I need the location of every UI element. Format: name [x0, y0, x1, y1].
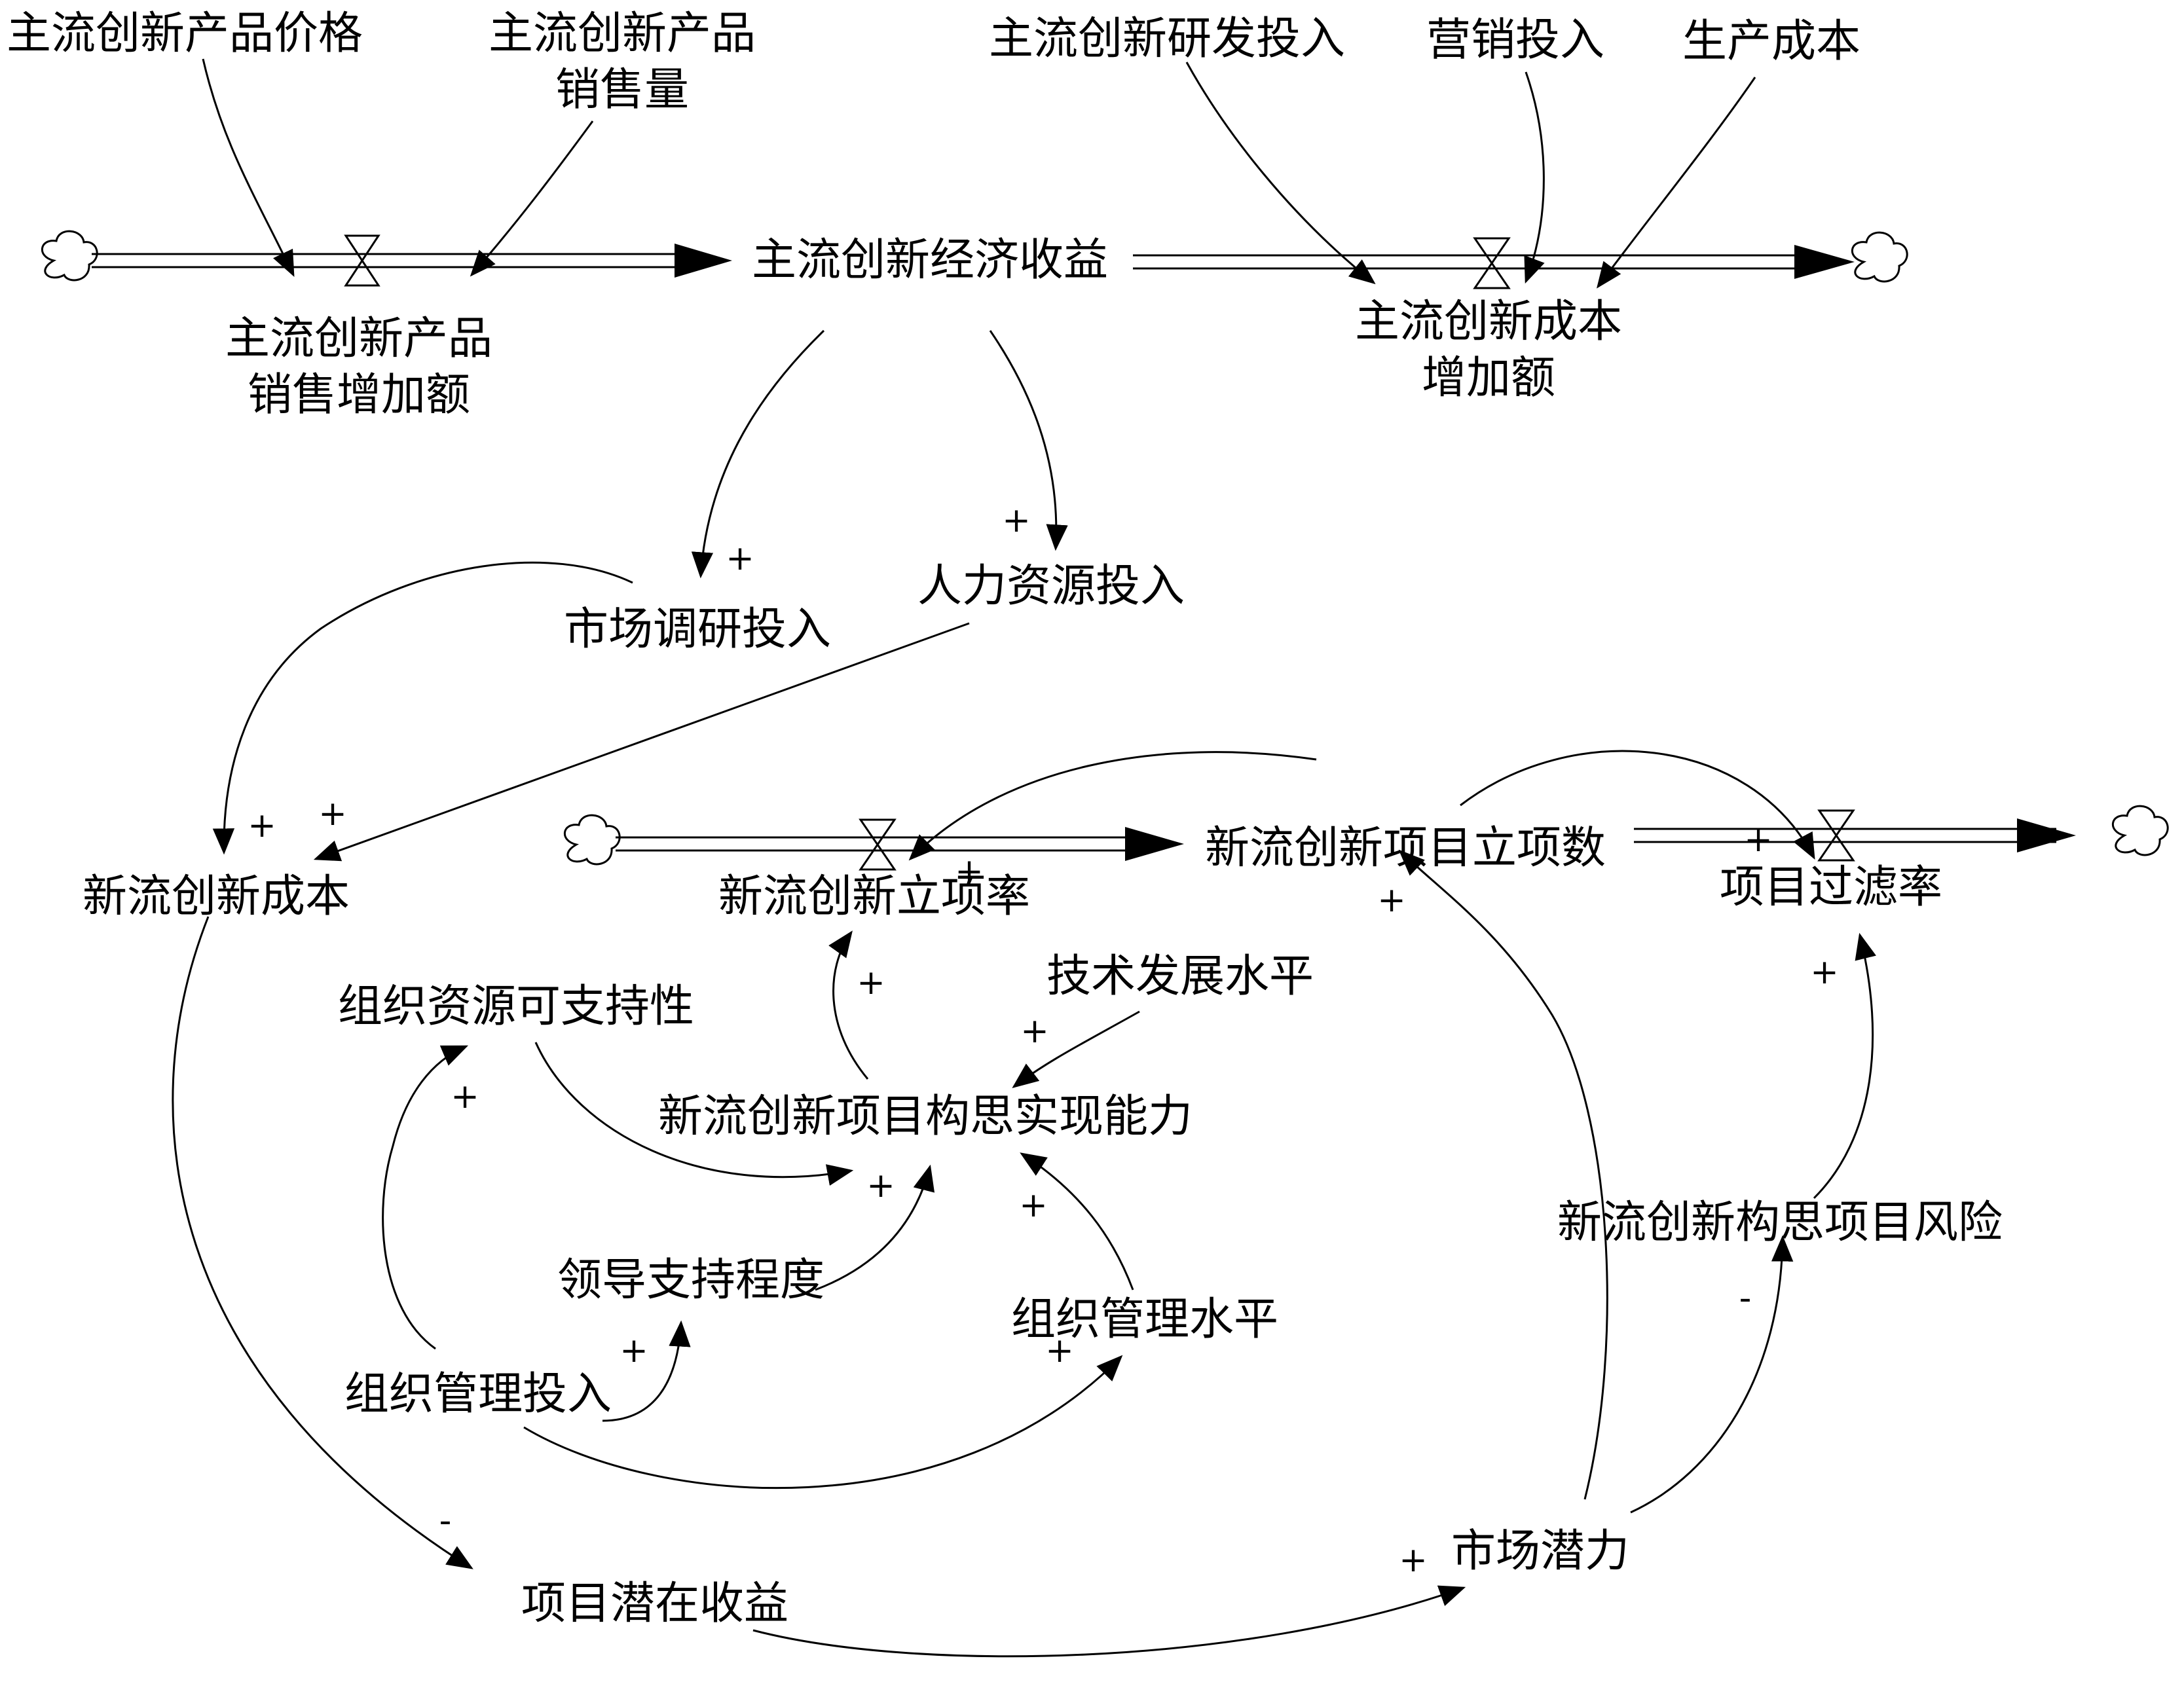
label-main-innovation-rd-input: 主流创新研发投入	[989, 13, 1345, 65]
label-main-innovation-revenue: 主流创新经济收益	[752, 234, 1108, 286]
flow-arrowhead	[1794, 245, 1855, 279]
label-main-innovation-cost-increase: 主流创新成本	[1355, 296, 1622, 348]
cloud-source-icon	[564, 814, 621, 866]
flow-arrowhead	[675, 244, 732, 278]
polarity-sign: +	[857, 963, 885, 1002]
label-main-innovation-sales-volume: 主流创新产品	[489, 8, 756, 60]
link-market-research-to-new-cost	[212, 561, 633, 855]
valve-icon	[1817, 809, 1855, 862]
cloud-source-icon	[41, 230, 98, 282]
label-new-innovation-cost: 新流创新成本	[83, 871, 350, 923]
link-price-to-sales-inc	[202, 58, 295, 278]
flow-arrowhead	[1125, 827, 1184, 861]
label-main-innovation-sales-increase: 主流创新产品	[225, 313, 492, 365]
polarity-sign: +	[248, 806, 276, 845]
link-revenue-to-hr	[989, 330, 1068, 551]
cloud-sink-icon	[2112, 805, 2169, 856]
polarity-sign: +	[866, 1166, 895, 1205]
polarity-sign: +	[1744, 820, 1773, 860]
link-new-cost-to-potential-revenue	[172, 916, 473, 1569]
link-prodcost-to-cost-inc	[1597, 77, 1756, 289]
polarity-sign: -	[1739, 1279, 1752, 1318]
link-org-mgmt-input-to-org-resource	[382, 1045, 469, 1350]
polarity-sign: +	[1399, 1541, 1428, 1580]
link-market-potential-to-project-count	[1398, 849, 1608, 1500]
label-main-innovation-cost-increase-2: 增加额	[1422, 352, 1555, 404]
link-capability-to-new-rate	[828, 930, 869, 1080]
polarity-sign: -	[439, 1501, 452, 1541]
flow-arrowhead	[2017, 818, 2076, 852]
flow-pipe-filter	[1634, 818, 2076, 852]
valve-icon	[1473, 237, 1511, 289]
link-market-potential-to-risk	[1630, 1235, 1794, 1514]
link-project-count-to-new-rate	[908, 751, 1317, 861]
valve-icon	[344, 234, 380, 287]
label-hr-input: 人力资源投入	[917, 560, 1185, 612]
link-rd-to-cost-inc	[1185, 62, 1376, 285]
label-new-innovation-approval-rate: 新流创新立项率	[718, 871, 1030, 923]
link-org-mgmt-level-to-capability	[1020, 1152, 1134, 1290]
label-project-potential-revenue: 项目潜在收益	[521, 1578, 788, 1630]
label-main-innovation-price: 主流创新产品价格	[7, 8, 363, 60]
polarity-sign: +	[1377, 881, 1406, 920]
label-main-innovation-sales-volume-2: 销售量	[555, 64, 689, 116]
label-market-potential: 市场潜力	[1451, 1526, 1629, 1577]
polarity-sign: +	[451, 1077, 479, 1116]
polarity-sign: +	[620, 1331, 648, 1370]
label-new-innovation-project-count: 新流创新项目立项数	[1205, 822, 1606, 874]
link-org-resource-to-capability	[534, 1042, 854, 1186]
label-org-management-level: 组织管理水平	[1011, 1294, 1278, 1345]
label-org-management-input: 组织管理投入	[344, 1368, 612, 1420]
link-project-count-to-filter-rate	[1460, 750, 1815, 860]
link-risk-to-filter-rate	[1813, 932, 1876, 1199]
link-tech-to-capability	[1012, 1010, 1140, 1089]
flow-pipe-main-cost	[1133, 245, 1855, 279]
flow-pipe-main-sales	[92, 244, 732, 278]
link-leader-to-capability	[815, 1164, 935, 1291]
label-technology-level: 技术发展水平	[1046, 951, 1314, 1002]
link-volume-to-sales-inc	[470, 120, 594, 277]
link-hr-to-new-cost	[313, 622, 970, 862]
polarity-sign: +	[1002, 501, 1031, 540]
cloud-sink-icon	[1851, 231, 1908, 283]
link-marketing-to-cost-inc	[1524, 71, 1545, 284]
label-org-resource-support: 组织资源可支持性	[338, 981, 694, 1033]
polarity-sign: +	[955, 852, 984, 891]
polarity-sign: +	[1045, 1331, 1074, 1370]
label-project-concept-risk: 新流创新构思项目风险	[1557, 1197, 2003, 1249]
label-production-cost: 生产成本	[1682, 16, 1860, 67]
polarity-sign: +	[1019, 1186, 1048, 1225]
label-leadership-support: 领导支持程度	[557, 1254, 824, 1306]
link-org-mgmt-input-to-org-mgmt-level	[523, 1355, 1123, 1490]
link-revenue-to-market-research	[691, 329, 825, 579]
polarity-sign: +	[726, 539, 754, 578]
label-project-concept-capability: 新流创新项目构思实现能力	[658, 1091, 1193, 1143]
label-project-filter-rate: 项目过滤率	[1720, 862, 1942, 913]
label-main-innovation-sales-increase-2: 销售增加额	[248, 369, 470, 421]
polarity-sign: +	[1810, 953, 1839, 992]
flow-pipe-new-rate	[616, 827, 1184, 861]
label-market-research-input: 市场调研投入	[564, 604, 831, 655]
valve-icon	[859, 818, 897, 871]
link-org-mgmt-input-to-leader	[602, 1320, 691, 1422]
polarity-sign: +	[1020, 1012, 1049, 1051]
link-potential-revenue-to-market-potential	[752, 1585, 1466, 1658]
polarity-sign: +	[318, 794, 347, 833]
label-marketing-input: 营销投入	[1426, 14, 1604, 66]
